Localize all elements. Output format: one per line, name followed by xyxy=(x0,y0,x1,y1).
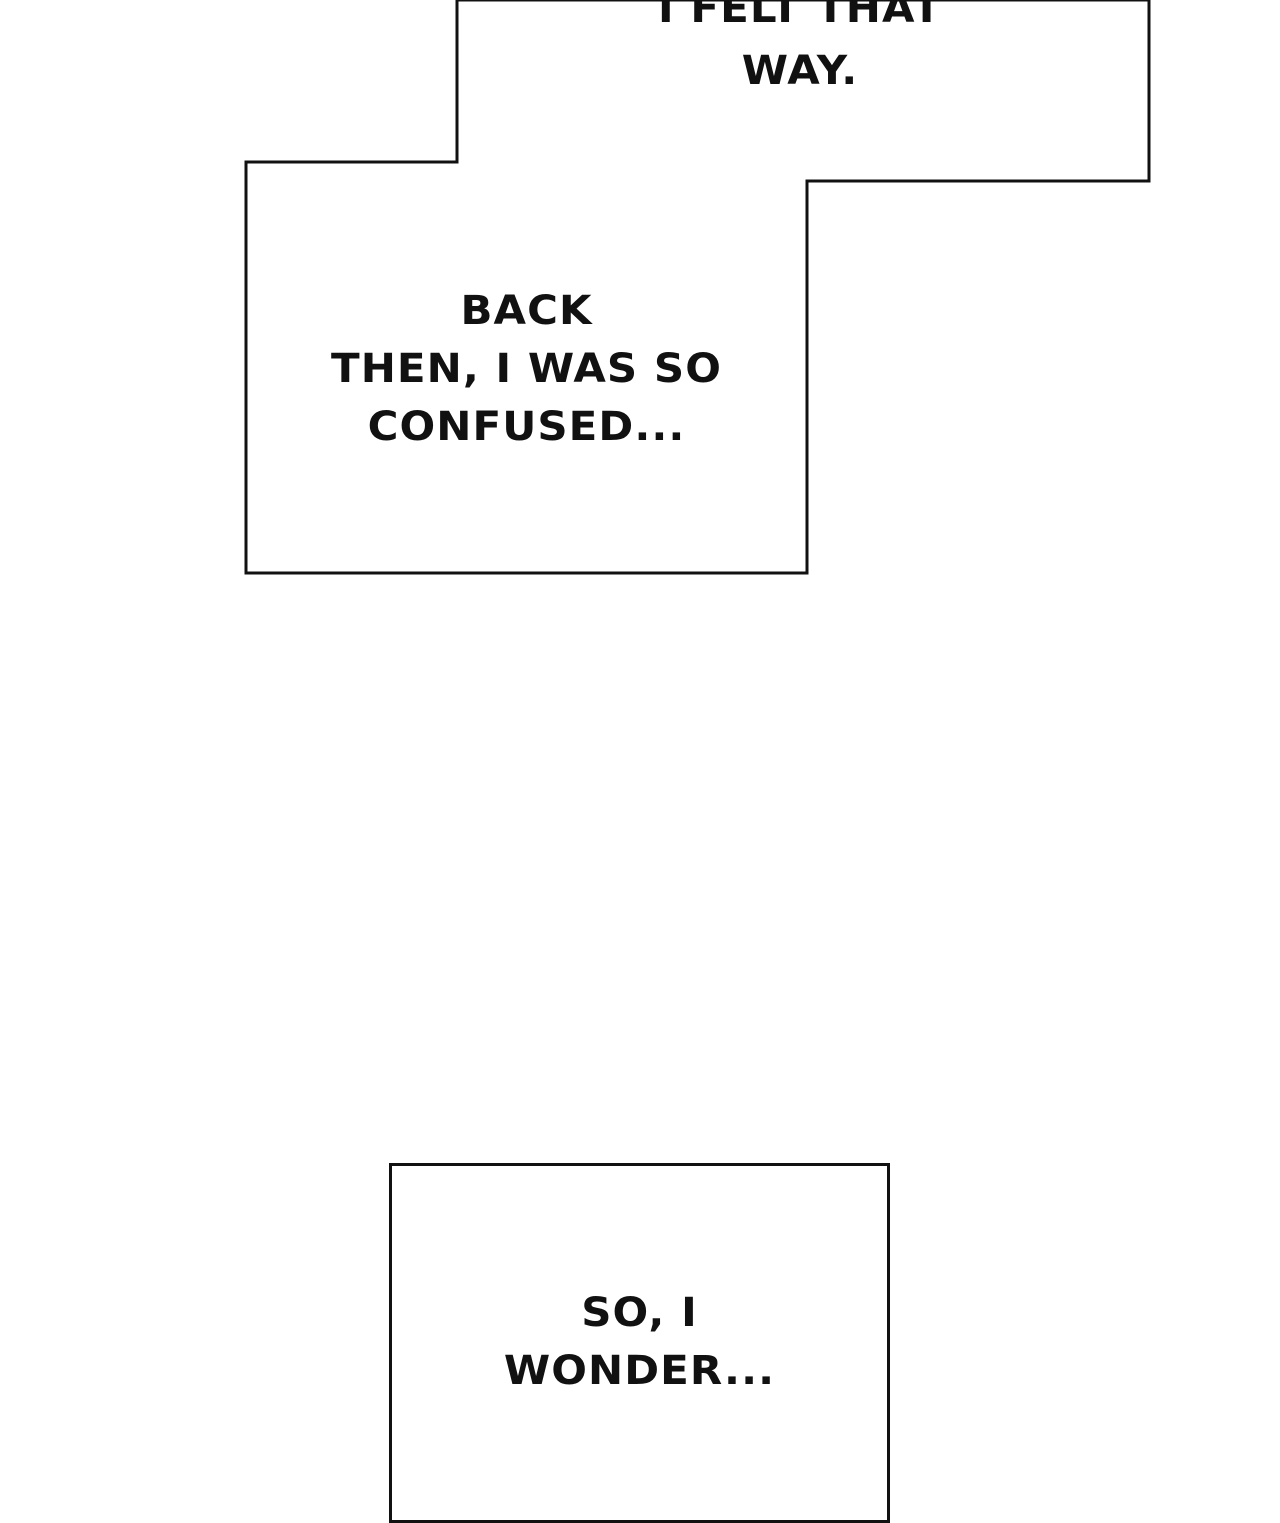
caption-bottom-box: SO, I WONDER... xyxy=(389,1163,890,1523)
stepped-caption-frame xyxy=(244,0,1151,575)
caption-middle-line-2: THEN, I WAS SO xyxy=(331,346,722,392)
caption-top: I FELT THAT WAY. xyxy=(600,0,1000,120)
caption-bottom-line-2: WONDER... xyxy=(503,1348,776,1394)
caption-middle-line-1: BACK xyxy=(460,288,593,334)
caption-middle: BACK THEN, I WAS SO CONFUSED... xyxy=(246,280,807,470)
caption-top-line-2: WAY. xyxy=(741,48,859,94)
caption-middle-line-3: CONFUSED... xyxy=(367,404,686,450)
caption-bottom-line-1: SO, I xyxy=(581,1290,698,1336)
caption-top-line-1: I FELT THAT xyxy=(658,0,942,32)
caption-frame-outline xyxy=(244,0,1151,575)
